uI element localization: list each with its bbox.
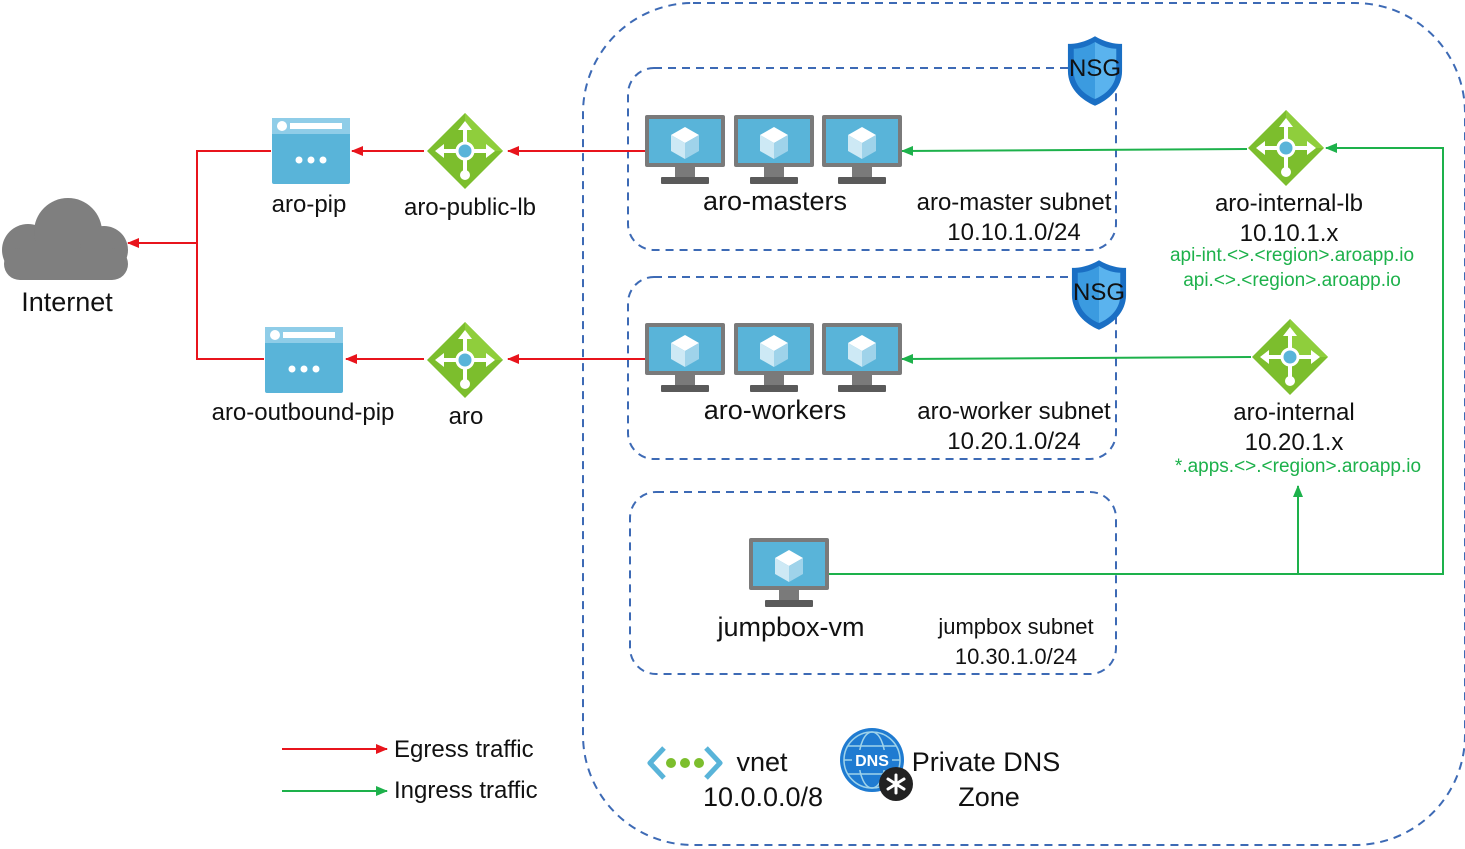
master-subnet-box (627, 67, 1117, 251)
jumpbox-subnet-cidr: 10.30.1.0/24 (954, 644, 1078, 669)
vnet-label: vnet (736, 747, 788, 777)
master-subnet-name: aro-master subnet (916, 189, 1112, 216)
worker-vm-icon (822, 323, 902, 392)
legend-egress-label: Egress traffic (394, 736, 534, 763)
aro-outbound-pip-icon (265, 327, 343, 393)
aro-internal-icon (1250, 317, 1330, 397)
vnet-boundary (582, 2, 1465, 846)
aro-internal-lb-icon (1246, 108, 1326, 188)
aro-public-lb-icon (425, 111, 505, 191)
aro-lb-icon (425, 320, 505, 400)
jumpbox-vm-label: jumpbox-vm (717, 612, 865, 642)
jumpbox-subnet-name: jumpbox subnet (938, 614, 1094, 639)
internet-cloud-icon (2, 198, 128, 280)
aro-workers-label: aro-workers (703, 395, 847, 425)
aro-pip-icon (272, 118, 350, 184)
ingress-lines (828, 143, 1444, 575)
private-dns-label: Private DNS (911, 747, 1061, 777)
legend-ingress-label: Ingress traffic (394, 777, 538, 804)
worker-vm-icon (645, 323, 725, 392)
worker-vm-icon (734, 323, 814, 392)
private-dns-label: Zone (958, 782, 1020, 812)
egress-lines (127, 146, 645, 364)
aro-internal-dns: *.apps.<>.<region>.aroapp.io (1174, 456, 1422, 477)
aro-internal-lb-label: aro-internal-lb (1214, 190, 1364, 217)
private-dns-icon: DNS (840, 728, 913, 801)
master-vm-icon (645, 115, 725, 184)
aro-internal-lb-dns: api-int.<>.<region>.aroapp.io (1169, 245, 1415, 266)
aro-internal-label: aro-internal (1233, 399, 1355, 426)
aro-outbound-pip-label: aro-outbound-pip (211, 399, 395, 426)
master-vm-icon (734, 115, 814, 184)
master-subnet-cidr: 10.10.1.0/24 (947, 219, 1081, 246)
internet-label: Internet (21, 287, 113, 317)
aro-pip-label: aro-pip (271, 191, 347, 218)
svg-text:DNS: DNS (855, 753, 889, 770)
master-vm-icon (822, 115, 902, 184)
worker-subnet-box (627, 276, 1117, 460)
aro-internal-lb-dns: api.<>.<region>.aroapp.io (1183, 270, 1401, 291)
nsg-label: NSG (1072, 279, 1126, 306)
aro-lb-label: aro (448, 403, 484, 430)
jumpbox-vm-icon (749, 538, 829, 607)
aro-internal-ip: 10.20.1.x (1244, 429, 1344, 456)
worker-subnet-name: aro-worker subnet (917, 398, 1111, 425)
aro-masters-label: aro-masters (702, 186, 848, 216)
aro-internal-lb-ip: 10.10.1.x (1239, 220, 1339, 247)
nsg-label: NSG (1068, 55, 1122, 82)
vnet-icon (647, 746, 723, 780)
aro-public-lb-label: aro-public-lb (403, 194, 537, 221)
worker-subnet-cidr: 10.20.1.0/24 (947, 428, 1081, 455)
vnet-cidr: 10.0.0.0/8 (702, 782, 824, 812)
jumpbox-subnet-box (629, 491, 1117, 675)
